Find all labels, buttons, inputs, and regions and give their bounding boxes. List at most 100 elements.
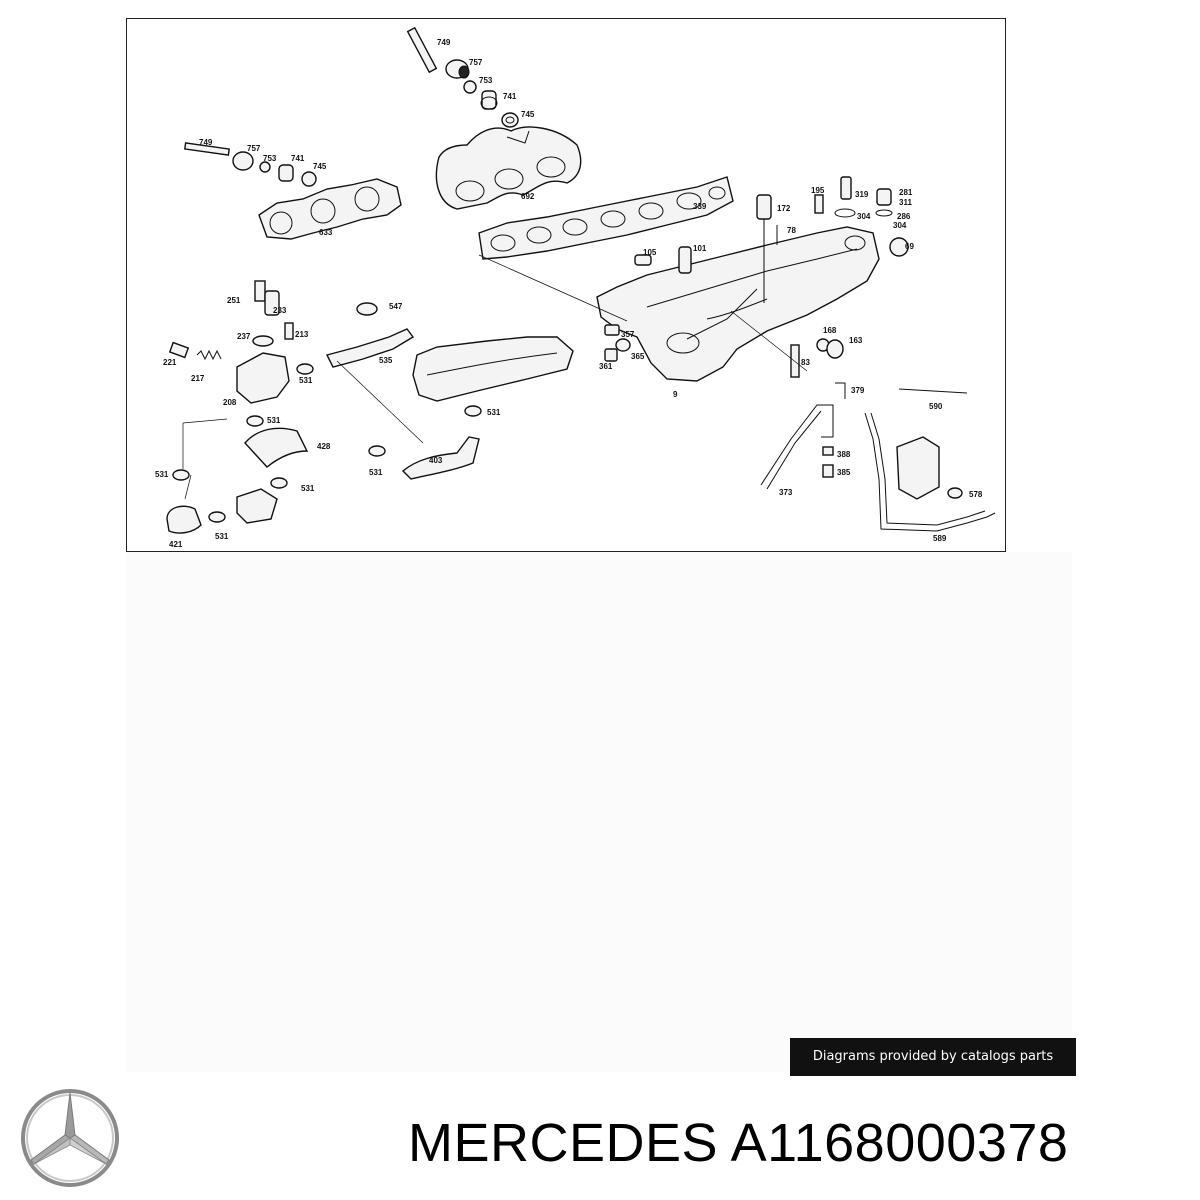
leader-lines xyxy=(182,254,808,500)
part-coupler xyxy=(236,488,278,524)
callout-labels: 749 757 753 741 745 749 757 753 741 745 … xyxy=(155,38,983,549)
callout-label: 217 xyxy=(191,374,205,383)
callout-label: 339 xyxy=(693,202,707,211)
callout-label: 757 xyxy=(469,58,483,67)
callout-label: 9 xyxy=(673,390,678,399)
callout-label: 388 xyxy=(837,450,851,459)
callout-label: 213 xyxy=(295,330,309,339)
part-753-sleeve-left xyxy=(259,161,271,173)
callout-label: 357 xyxy=(621,330,635,339)
callout-label: 233 xyxy=(273,306,287,315)
part-clamps-531 xyxy=(172,363,482,523)
part-9-intake-manifold xyxy=(596,226,880,382)
callout-label: 531 xyxy=(155,470,169,479)
callout-label: 421 xyxy=(169,540,183,549)
part-547-clamp xyxy=(356,302,378,316)
callout-label: 428 xyxy=(317,442,331,451)
part-421-elbow xyxy=(166,505,202,534)
callout-label: 208 xyxy=(223,398,237,407)
callout-label: 304 xyxy=(857,212,871,221)
callout-label: 251 xyxy=(227,296,241,305)
brand-name: MERCEDES xyxy=(408,1113,719,1173)
callout-label: 101 xyxy=(693,244,707,253)
callout-label: 78 xyxy=(787,226,796,235)
callout-label: 749 xyxy=(437,38,451,47)
callout-label: 745 xyxy=(313,162,327,171)
parts-diagram: 749 757 753 741 745 749 757 753 741 745 … xyxy=(126,18,1006,552)
part-388-385-bolts xyxy=(822,446,834,478)
part-195-bolt xyxy=(814,194,824,214)
callout-label: 741 xyxy=(291,154,305,163)
callout-label: 105 xyxy=(643,248,657,257)
part-221-bolt xyxy=(168,341,190,359)
part-83-stud xyxy=(790,344,800,378)
callout-label: 286 xyxy=(897,212,911,221)
part-217-spring xyxy=(196,349,222,361)
part-101-bolt xyxy=(678,246,692,274)
callout-label: 531 xyxy=(267,416,281,425)
callout-label: 531 xyxy=(369,468,383,477)
part-749-rod-left xyxy=(184,142,230,156)
part-208-housing xyxy=(236,352,290,404)
callout-label: 749 xyxy=(199,138,213,147)
callout-label: 304 xyxy=(893,221,907,230)
part-69-cap xyxy=(889,237,909,257)
part-281-plug xyxy=(875,188,893,217)
part-753-sleeve xyxy=(463,80,477,94)
callout-label: 373 xyxy=(779,488,793,497)
callout-label: 69 xyxy=(905,242,914,251)
callout-label: 745 xyxy=(521,110,535,119)
callout-label: 757 xyxy=(247,144,261,153)
callout-label: 237 xyxy=(237,332,251,341)
part-757-nut-left xyxy=(232,151,254,171)
callout-label: 753 xyxy=(263,154,277,163)
callout-label: 311 xyxy=(899,198,912,207)
part-number: A1168000378 xyxy=(730,1113,1069,1173)
callout-label: 589 xyxy=(933,534,947,543)
part-578-clamp xyxy=(947,487,963,499)
part-745-ring xyxy=(501,112,519,128)
part-105-cap xyxy=(634,254,652,266)
part-757-nut xyxy=(445,59,470,79)
callout-label: 531 xyxy=(301,484,315,493)
part-589-vapor-line xyxy=(864,412,996,532)
part-428-hose xyxy=(244,427,309,468)
part-357-365-361-fittings xyxy=(604,324,631,362)
callout-label: 403 xyxy=(429,456,443,465)
callout-label: 547 xyxy=(389,302,403,311)
exploded-view-drawing: 749 757 753 741 745 749 757 753 741 745 … xyxy=(155,26,996,549)
part-535-heat-shield xyxy=(412,336,574,402)
callout-label: 531 xyxy=(487,408,501,417)
credit-badge: Diagrams provided by catalogs parts xyxy=(790,1038,1076,1076)
callout-label: 163 xyxy=(849,336,863,345)
part-749-rod xyxy=(406,26,438,74)
callout-label: 379 xyxy=(851,386,865,395)
callout-label: 172 xyxy=(777,204,791,213)
callout-label: 221 xyxy=(163,358,177,367)
part-403-hose xyxy=(401,436,480,480)
callout-label: 319 xyxy=(855,190,869,199)
part-213-bolt xyxy=(284,322,294,340)
callout-label: 741 xyxy=(503,92,517,101)
part-163-fitting xyxy=(826,339,844,359)
part-251-233-sensor xyxy=(254,280,280,316)
callout-label: 535 xyxy=(379,356,393,365)
part-373-bracket xyxy=(760,404,834,490)
callout-label: 531 xyxy=(299,376,313,385)
callout-label: 83 xyxy=(801,358,810,367)
part-741-fitting xyxy=(480,90,498,110)
part-745-ring-left xyxy=(301,171,317,187)
part-172-stud xyxy=(756,194,772,303)
callout-label: 633 xyxy=(319,228,333,237)
part-237-gasket xyxy=(252,335,274,347)
part-319-sensor xyxy=(834,176,856,218)
callout-label: 578 xyxy=(969,490,983,499)
part-633-exhaust-manifold xyxy=(258,178,402,240)
callout-label: 531 xyxy=(215,532,229,541)
image-backdrop xyxy=(126,552,1072,1072)
callout-label: 361 xyxy=(599,362,613,371)
callout-label: 590 xyxy=(929,402,943,411)
part-535-hose xyxy=(325,328,415,368)
part-339-gasket xyxy=(478,176,734,260)
callout-label: 385 xyxy=(837,468,851,477)
